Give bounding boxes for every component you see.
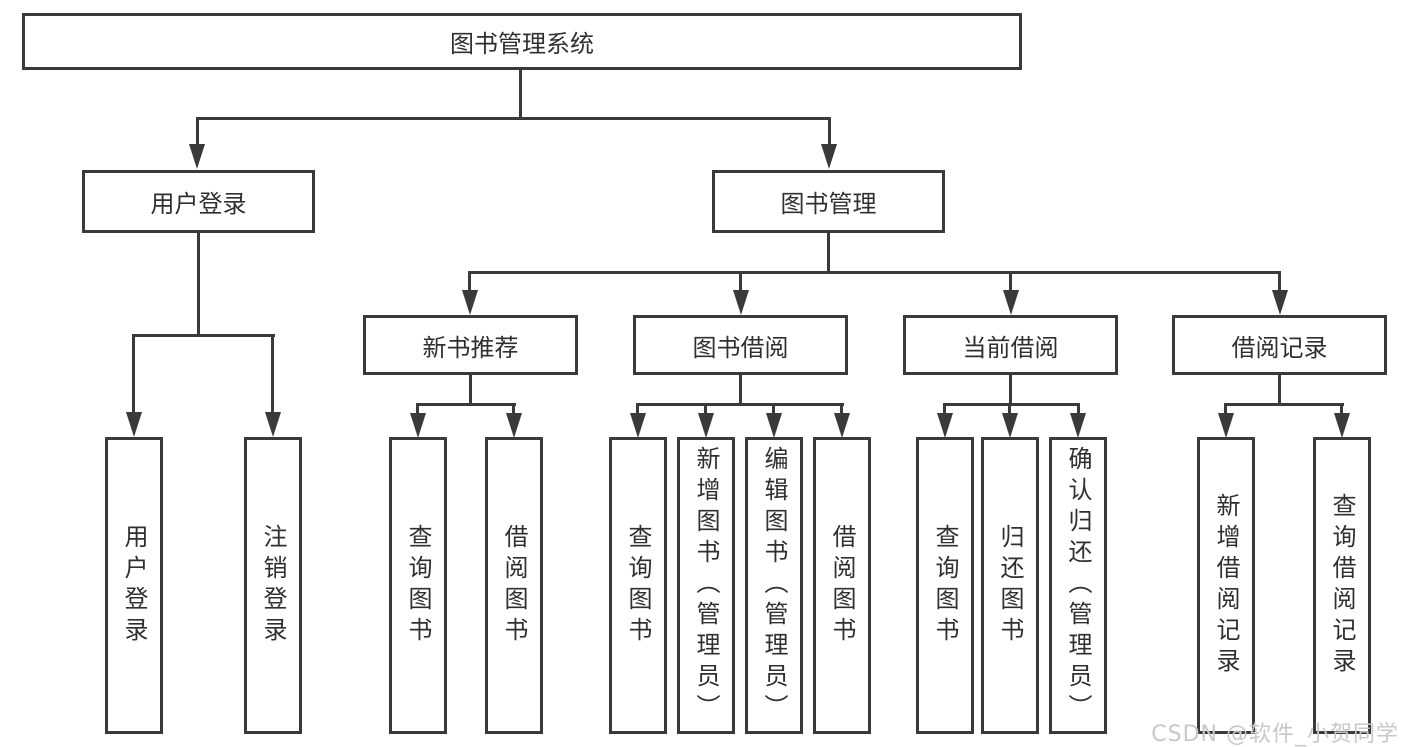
leaf-label: 查询图书: [931, 523, 959, 648]
leaf-label: 归还图书: [996, 523, 1024, 648]
connector-line: [132, 336, 135, 413]
node-label: 用户登录: [150, 190, 247, 218]
arrow-down-icon: [1334, 413, 1350, 438]
connector-line: [1077, 406, 1080, 414]
arrow-down-icon: [189, 144, 205, 169]
connector-line: [704, 406, 707, 414]
node-new-book-recommendation: 新书推荐: [363, 315, 578, 375]
arrow-down-icon: [821, 144, 837, 169]
arrow-down-icon: [834, 413, 850, 438]
connector-line: [1009, 375, 1012, 405]
arrow-down-icon: [462, 290, 478, 315]
connector-line: [1340, 406, 1343, 414]
leaf-label: 确认归还（管理员）: [1064, 446, 1092, 725]
connector-line: [196, 117, 831, 120]
connector-line: [519, 70, 522, 118]
connector-line: [468, 271, 1281, 274]
connector-line: [636, 406, 639, 414]
node-label: 借阅记录: [1231, 333, 1328, 362]
leaf-borrow-books-2: 借阅图书: [813, 437, 871, 734]
connector-line: [197, 233, 200, 336]
leaf-user-login: 用户登录: [105, 437, 163, 734]
connector-line: [132, 334, 275, 337]
connector-line: [1009, 274, 1012, 292]
leaf-query-borrow-record: 查询借阅记录: [1313, 437, 1371, 734]
connector-line: [271, 336, 274, 413]
arrow-down-icon: [410, 413, 426, 438]
leaf-label: 用户登录: [120, 523, 148, 648]
node-user-login: 用户登录: [82, 170, 315, 233]
connector-line: [416, 406, 419, 414]
connector-line: [636, 403, 844, 406]
connector-line: [840, 406, 843, 414]
arrow-down-icon: [733, 290, 749, 315]
connector-line: [512, 406, 515, 414]
connector-line: [1008, 406, 1011, 414]
arrow-down-icon: [1002, 413, 1018, 438]
node-current-borrowing: 当前借阅: [903, 315, 1118, 375]
leaf-label: 查询图书: [624, 523, 652, 648]
arrow-down-icon: [1272, 290, 1288, 315]
connector-line: [739, 274, 742, 292]
connector-line: [1278, 274, 1281, 292]
arrow-down-icon: [126, 412, 142, 437]
arrow-down-icon: [698, 413, 714, 438]
connector-line: [739, 375, 742, 405]
connector-line: [469, 375, 472, 405]
leaf-confirm-return-admin: 确认归还（管理员）: [1049, 437, 1107, 734]
connector-line: [468, 274, 471, 292]
leaf-add-book-admin: 新增图书（管理员）: [677, 437, 735, 734]
arrow-down-icon: [937, 413, 953, 438]
arrow-down-icon: [1218, 413, 1234, 438]
leaf-label: 借阅图书: [828, 523, 856, 648]
leaf-label: 新增借阅记录: [1212, 492, 1240, 679]
leaf-borrow-books: 借阅图书: [485, 437, 543, 734]
leaf-add-borrow-record: 新增借阅记录: [1197, 437, 1255, 734]
connector-line: [772, 406, 775, 414]
leaf-label: 查询图书: [404, 523, 432, 648]
node-library-management-system: 图书管理系统: [22, 13, 1022, 70]
connector-line: [943, 403, 1080, 406]
node-label: 图书管理系统: [450, 30, 594, 58]
leaf-label: 注销登录: [259, 523, 287, 648]
arrow-down-icon: [1070, 413, 1086, 438]
arrow-down-icon: [265, 412, 281, 437]
leaf-label: 编辑图书（管理员）: [760, 446, 788, 725]
arrow-down-icon: [630, 413, 646, 438]
connector-line: [196, 119, 199, 146]
connector-line: [1224, 403, 1344, 406]
arrow-down-icon: [1003, 290, 1019, 315]
leaf-label: 新增图书（管理员）: [692, 446, 720, 725]
leaf-query-books-2: 查询图书: [609, 437, 667, 734]
csdn-watermark: CSDN @软件_小贺同学: [1151, 722, 1399, 747]
connector-line: [827, 233, 830, 274]
leaf-logout-login: 注销登录: [244, 437, 302, 734]
node-label: 新书推荐: [422, 333, 519, 362]
leaf-edit-book-admin: 编辑图书（管理员）: [745, 437, 803, 734]
connector-line: [1224, 406, 1227, 414]
connector-line: [416, 403, 516, 406]
node-borrowing-records: 借阅记录: [1172, 315, 1387, 375]
leaf-label: 查询借阅记录: [1328, 492, 1356, 679]
leaf-return-book: 归还图书: [981, 437, 1039, 734]
connector-line: [828, 119, 831, 146]
node-label: 图书管理: [780, 190, 877, 218]
leaf-query-books: 查询图书: [389, 437, 447, 734]
arrow-down-icon: [766, 413, 782, 438]
node-label: 当前借阅: [962, 333, 1059, 362]
leaf-label: 借阅图书: [500, 523, 528, 648]
connector-line: [943, 406, 946, 414]
leaf-query-books-3: 查询图书: [916, 437, 974, 734]
node-book-management: 图书管理: [712, 170, 945, 233]
node-label: 图书借阅: [692, 333, 789, 362]
arrow-down-icon: [506, 413, 522, 438]
node-book-borrowing: 图书借阅: [633, 315, 848, 375]
connector-line: [1278, 375, 1281, 405]
